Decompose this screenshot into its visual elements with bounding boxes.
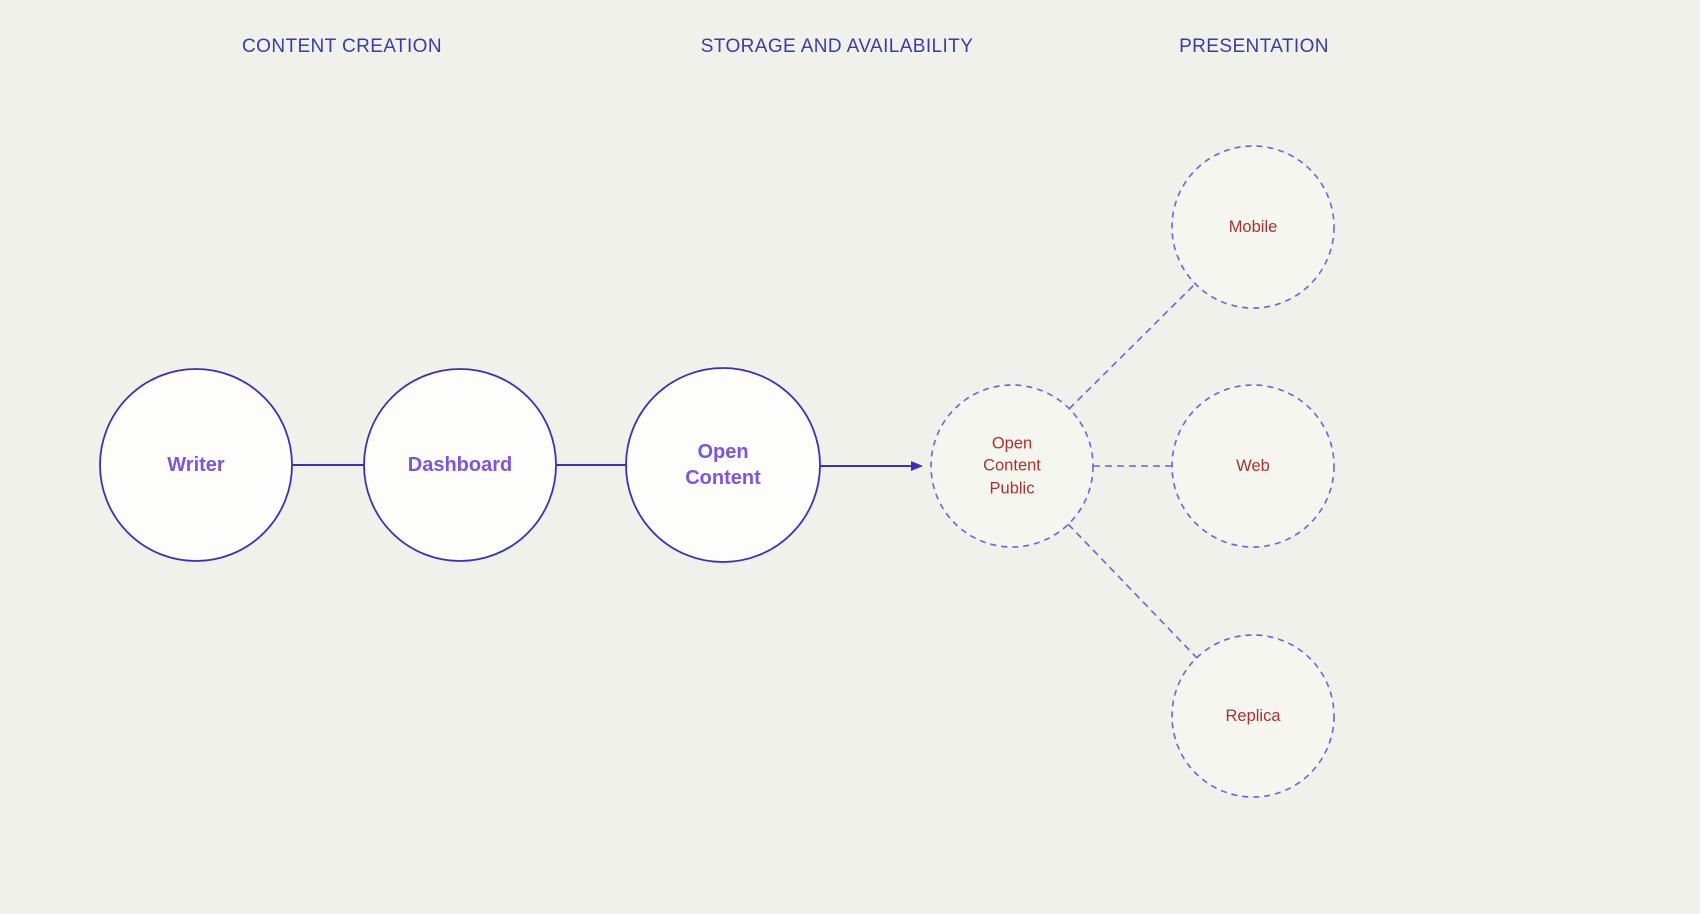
replica-node-label: Replica — [1225, 706, 1281, 725]
mobile-node-circle — [1171, 145, 1335, 309]
web-node-label: Web — [1236, 456, 1270, 475]
edge-public-mobile — [1068, 283, 1196, 410]
open-content-node-label: Open Content — [685, 441, 761, 489]
section-header-presentation: PRESENTATION — [1179, 36, 1329, 57]
web-node-circle — [1171, 384, 1335, 548]
open-content-public-node-label: Open Content Public — [983, 434, 1041, 498]
dashboard-node-label: Dashboard — [407, 454, 513, 476]
open-content-public-node-circle — [930, 384, 1094, 548]
section-header-storage-availability: STORAGE AND AVAILABILITY — [700, 36, 974, 57]
replica-node-circle — [1171, 634, 1335, 798]
writer-node-label: Writer — [167, 454, 225, 476]
dashboard-node-circle — [363, 368, 557, 562]
section-header-content-creation: CONTENT CREATION — [242, 36, 442, 57]
writer-node-circle — [99, 368, 293, 562]
mobile-node-label: Mobile — [1228, 217, 1278, 236]
open-content-node-circle — [625, 367, 821, 563]
edge-public-replica — [1067, 523, 1198, 659]
